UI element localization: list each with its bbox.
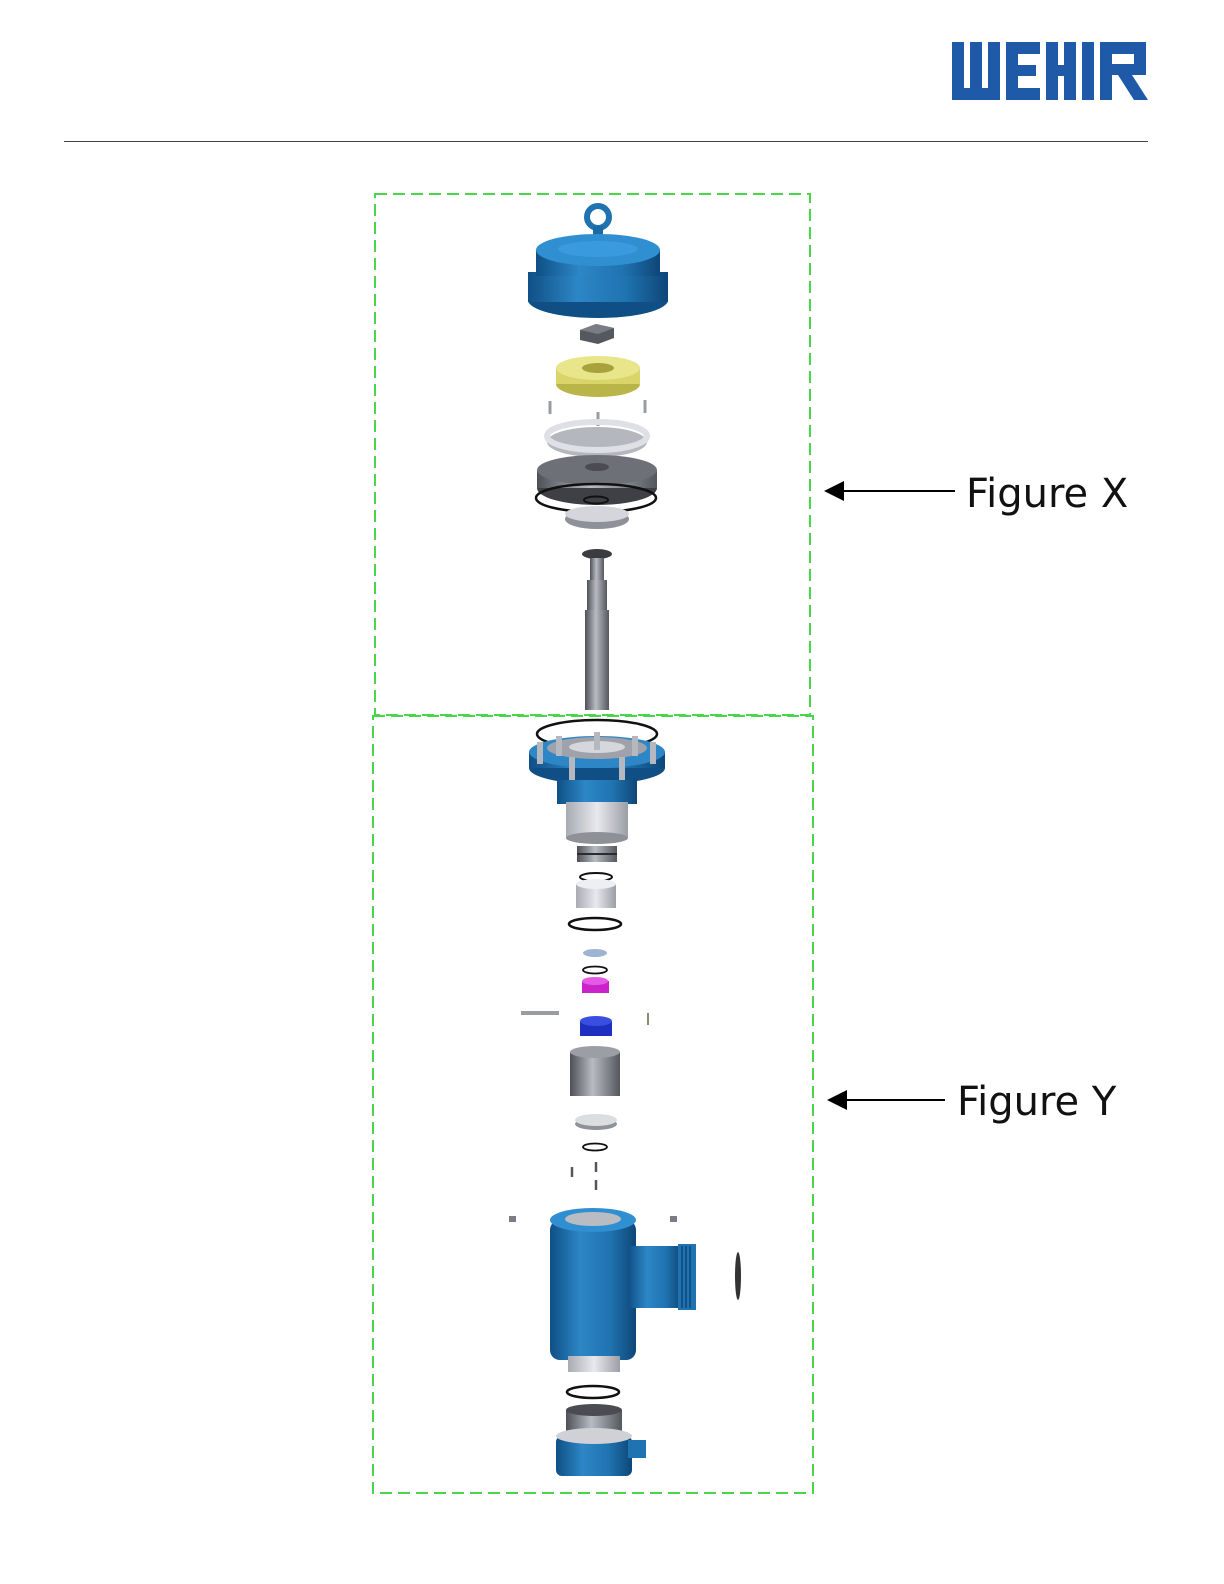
hammer-union-nut: [556, 1404, 646, 1476]
seat-sleeve: [570, 1046, 620, 1096]
dowel-pins: [572, 1162, 596, 1190]
packing-stack: [577, 846, 617, 862]
seat-o-ring: [583, 1144, 607, 1151]
spacer-o-ring: [583, 967, 607, 974]
cobalt-bushing: [580, 1016, 612, 1036]
lifting-eye-cap: [528, 206, 668, 318]
body-o-ring: [567, 1386, 619, 1398]
flanged-bonnet: [529, 732, 665, 844]
spacer-ring: [583, 949, 607, 957]
plug-left: [509, 1216, 516, 1222]
seat-insert: [565, 506, 629, 529]
figure-x-label: Figure X: [966, 474, 1128, 514]
seat-ring: [575, 1114, 617, 1130]
retaining-pin-right: [647, 1013, 649, 1025]
packing-gland: [576, 879, 616, 908]
plug-right: [670, 1216, 677, 1222]
valve-body: [550, 1208, 696, 1372]
brass-retainer: [556, 356, 640, 397]
stem: [582, 549, 612, 710]
figure-y-label: Figure Y: [957, 1082, 1116, 1122]
retaining-pin-left: [521, 1011, 559, 1015]
gland-o-ring: [569, 918, 621, 930]
body-side-seal: [735, 1252, 741, 1300]
wear-ring: [547, 422, 647, 457]
magenta-seal: [582, 977, 609, 993]
hex-nut: [580, 324, 614, 344]
